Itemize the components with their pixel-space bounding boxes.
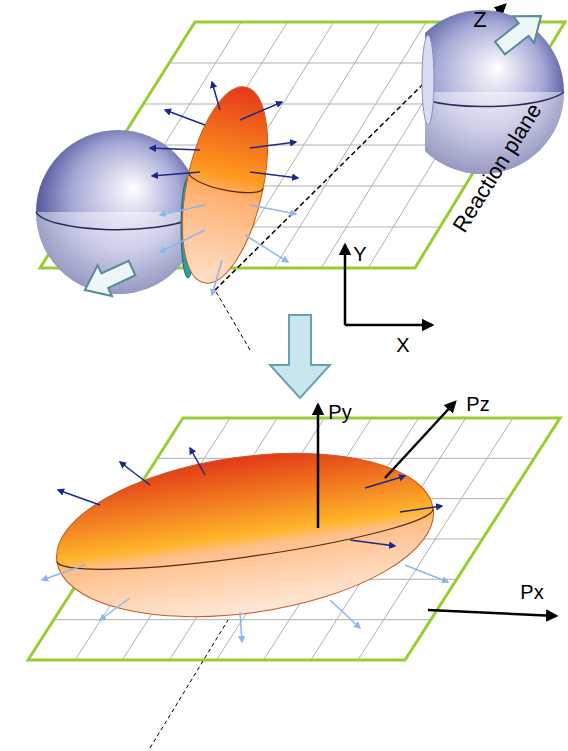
axis-label: Y xyxy=(353,244,366,264)
momentum-label: Py xyxy=(328,402,351,422)
axis-label: X xyxy=(396,335,409,355)
momentum-label: Pz xyxy=(466,394,489,414)
momentum-label: Px xyxy=(520,582,543,602)
axis-label: Z xyxy=(473,9,486,31)
